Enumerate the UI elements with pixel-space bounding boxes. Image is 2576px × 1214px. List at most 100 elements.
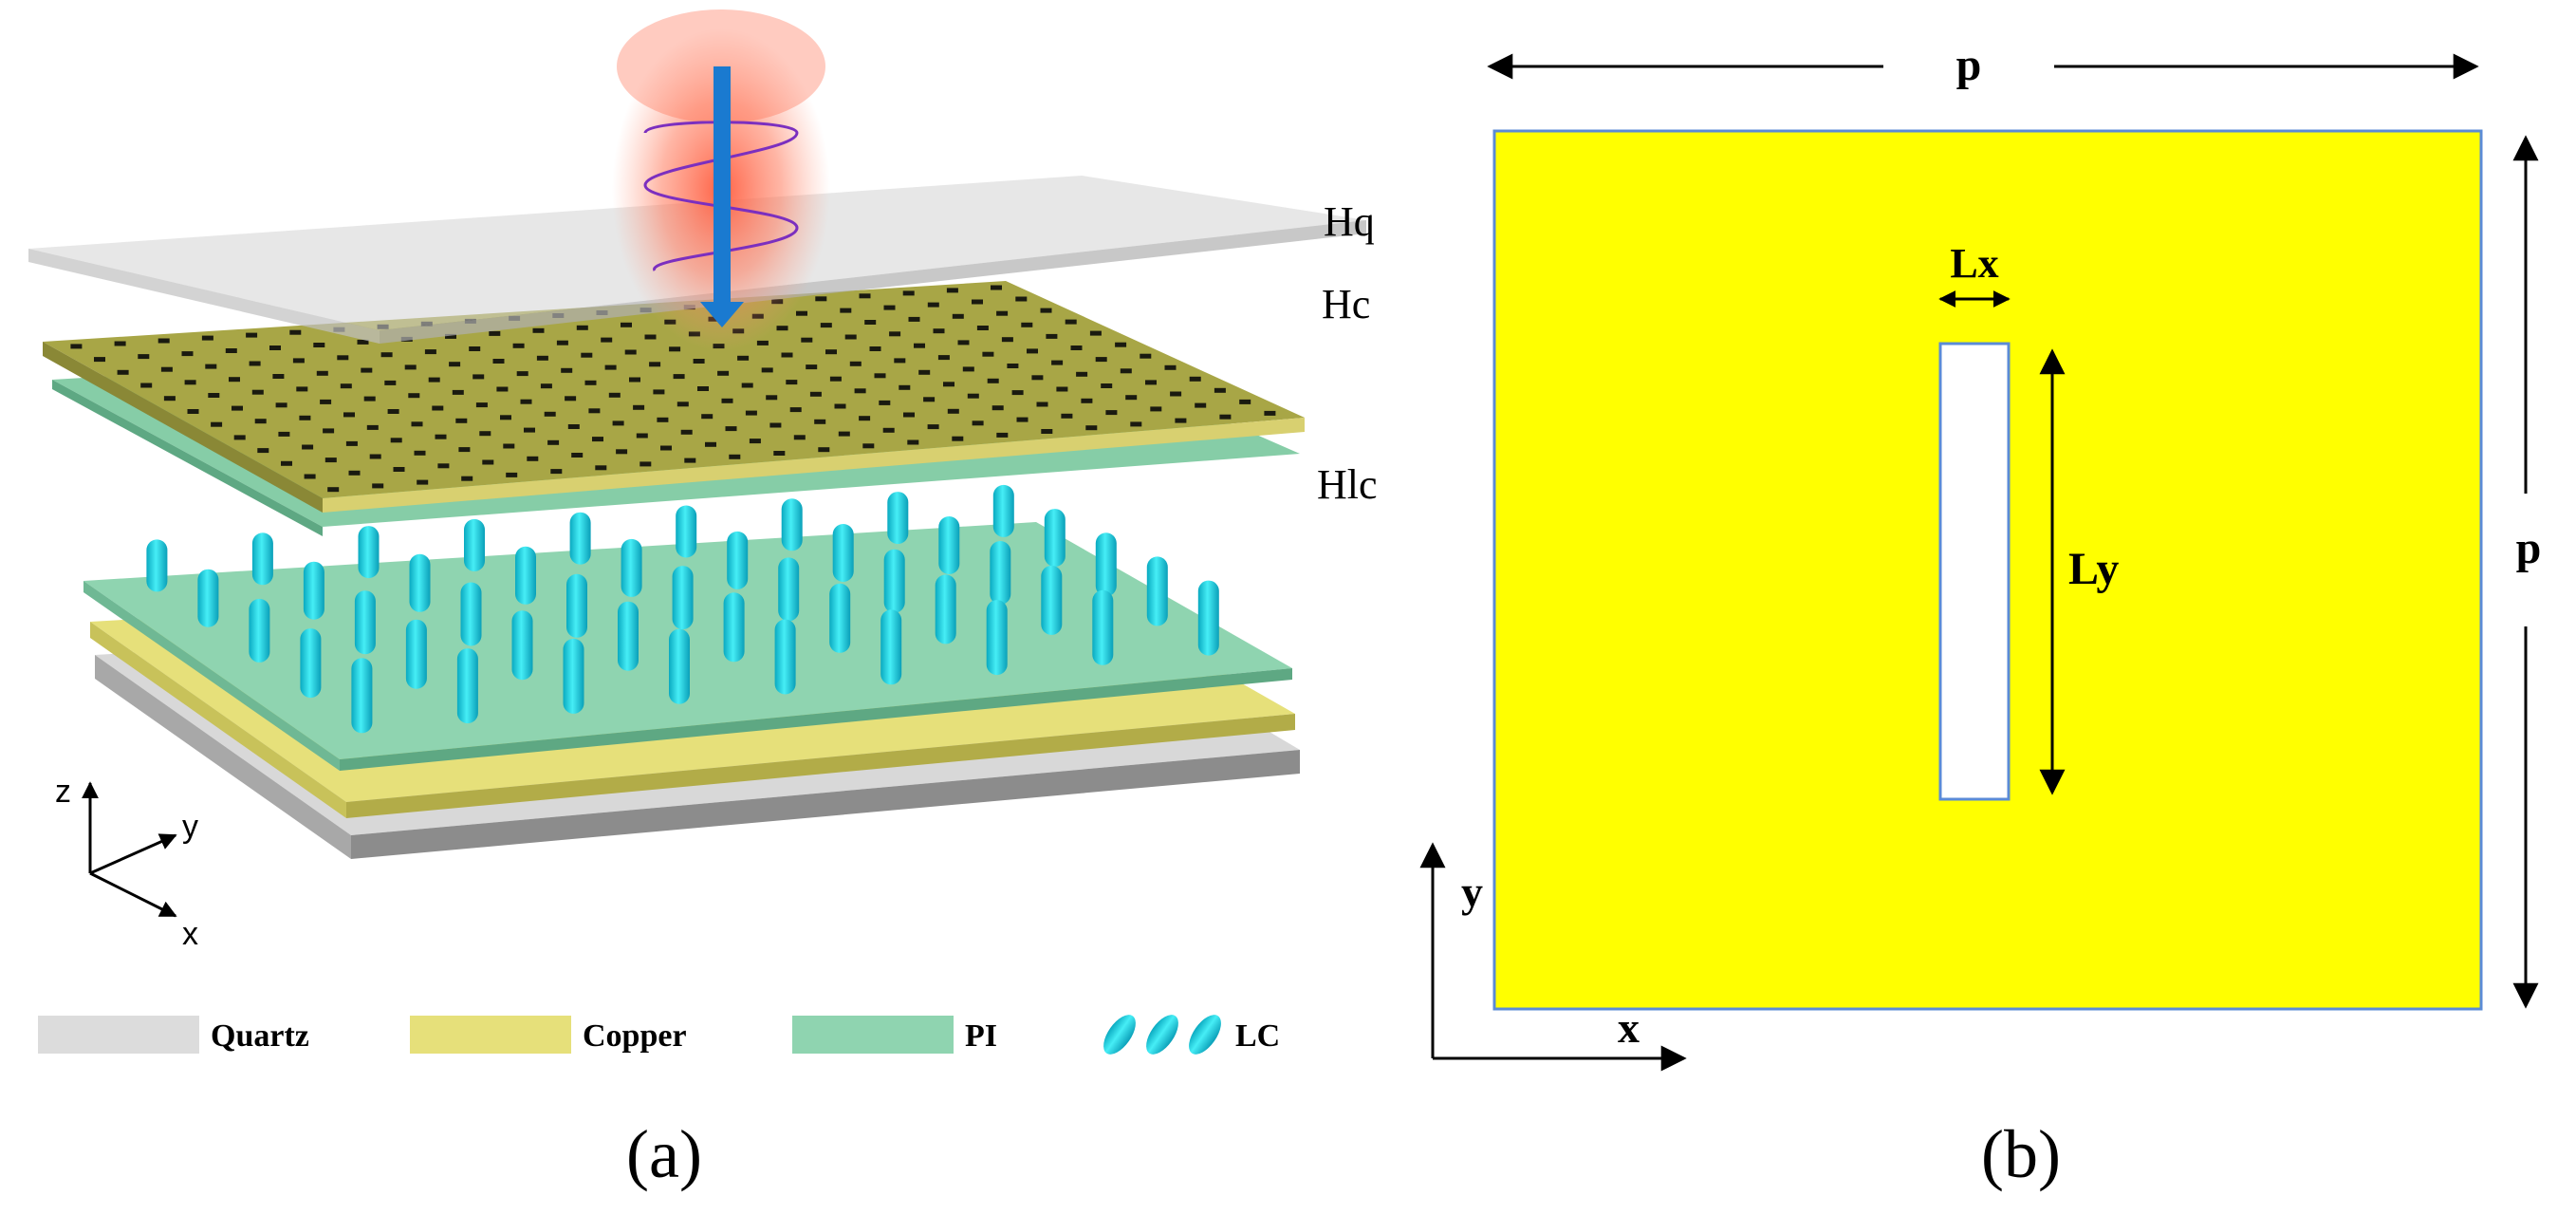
slot-hole <box>996 310 1009 316</box>
slot-hole <box>1015 296 1028 302</box>
slot-hole <box>962 366 974 372</box>
slot-hole <box>814 419 826 424</box>
caption-a: (a) <box>626 1116 702 1192</box>
slot-hole <box>461 476 473 481</box>
slot-hole <box>275 402 287 408</box>
lc-molecule <box>303 561 324 620</box>
slot-hole <box>725 426 737 432</box>
lc-molecule <box>358 526 380 579</box>
slot-hole <box>254 419 267 424</box>
slot-hole <box>749 439 761 444</box>
slot-hole <box>1264 410 1276 416</box>
slot-hole <box>946 288 958 293</box>
slot-hole <box>1164 364 1177 370</box>
slot-hole <box>604 364 617 370</box>
slot-hole <box>475 402 488 408</box>
lc-molecule <box>566 573 587 638</box>
slot-hole <box>473 374 485 380</box>
slot-hole <box>1115 342 1127 347</box>
slot-hole <box>479 431 491 437</box>
slot-hole <box>117 369 129 375</box>
slot-hole <box>838 431 850 437</box>
slot-hole <box>233 435 246 440</box>
slot-hole <box>982 351 994 357</box>
lc-molecule <box>405 619 427 689</box>
slot-hole <box>1095 357 1107 363</box>
slot-hole <box>516 371 528 377</box>
slot-hole <box>158 338 170 344</box>
slot-hole <box>372 483 384 489</box>
slot-hole <box>729 454 741 459</box>
legend-swatch-quartz <box>38 1016 199 1054</box>
lc-molecule <box>409 553 431 612</box>
slot-hole <box>1214 387 1226 393</box>
slot-hole <box>899 384 911 390</box>
slot-hole <box>458 447 471 453</box>
lc-molecule <box>669 628 690 704</box>
slot-hole <box>721 398 733 403</box>
slot-hole <box>705 441 716 447</box>
lc-molecule <box>569 512 591 565</box>
slot-hole <box>588 408 601 414</box>
lc-molecule <box>251 532 273 586</box>
slot-hole <box>1105 410 1118 416</box>
lc-molecule <box>672 566 694 630</box>
slot-hole <box>923 397 936 402</box>
slot-hole <box>717 370 730 376</box>
slot-hole <box>987 378 999 383</box>
slot-hole <box>1145 380 1157 385</box>
slot-hole <box>324 458 337 463</box>
slot-hole <box>657 417 669 422</box>
slot-hole <box>834 403 846 409</box>
slot-hole <box>693 359 705 364</box>
lc-molecule <box>992 484 1014 537</box>
slot-hole <box>918 369 931 375</box>
lc-molecule <box>563 638 584 714</box>
slot-hole <box>957 340 970 346</box>
slot-hole <box>348 470 361 476</box>
slot-hole <box>327 487 340 493</box>
slot-hole <box>660 445 672 451</box>
lc-molecule <box>300 628 322 699</box>
lc-molecule <box>511 610 533 681</box>
slot-hole <box>786 380 798 385</box>
slot-hole <box>296 386 308 392</box>
slot-hole <box>976 326 989 330</box>
slot-hole <box>737 355 750 361</box>
slot-hole <box>629 377 640 383</box>
slot-hole <box>947 408 959 414</box>
slot-hole <box>933 328 945 334</box>
slot-hole <box>636 433 648 439</box>
slot-hole <box>883 305 896 310</box>
lc-molecule <box>723 592 745 663</box>
slot-hole <box>859 416 871 421</box>
lc-molecule <box>460 582 482 646</box>
slot-hole <box>769 422 782 428</box>
slot-hole <box>894 358 906 364</box>
slot-hole <box>1125 395 1138 401</box>
legend-swatch-copper <box>410 1016 571 1054</box>
label-hc: Hc <box>1322 281 1370 327</box>
slot-hole <box>761 367 773 373</box>
slot-hole <box>1120 368 1132 374</box>
slot-hole <box>299 415 311 420</box>
slot-hole <box>390 438 402 443</box>
lc-molecule <box>354 590 376 655</box>
slot-hole <box>649 362 661 367</box>
panel-a-layer-stack: Hq Hc Hlc z y x Quartz Copper PI LC <box>28 9 1378 1192</box>
lc-molecule <box>621 538 642 597</box>
slot-hole <box>684 458 696 463</box>
slot-hole <box>428 377 440 383</box>
slot-hole <box>345 440 358 446</box>
label-lx: Lx <box>1950 240 1998 287</box>
slot-hole <box>1219 414 1232 420</box>
slot-hole <box>160 366 173 372</box>
slot-hole <box>1001 337 1013 343</box>
lc-molecule <box>990 541 1011 605</box>
slot-hole <box>601 337 613 343</box>
slot-hole <box>882 427 895 433</box>
slot-hole <box>844 334 857 340</box>
slot-hole <box>387 409 399 414</box>
slot-hole <box>680 429 693 435</box>
